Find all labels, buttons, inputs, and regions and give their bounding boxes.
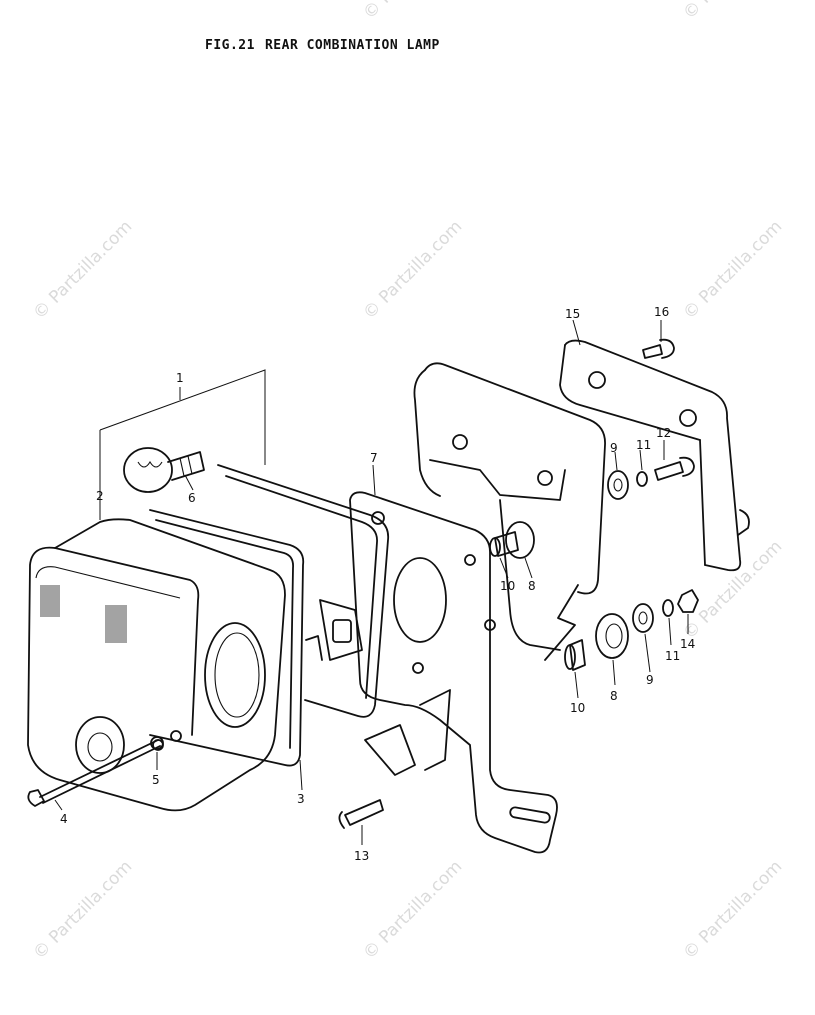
grommet-assembly-upper: [489, 521, 535, 559]
watermark: © Partzilla.com: [679, 217, 786, 324]
screw-part-13: [338, 799, 384, 829]
callout-10-upper: 10: [500, 579, 515, 593]
washer-part-11: [636, 471, 648, 487]
mounting-frame: [413, 362, 606, 651]
lens-frame: [217, 464, 390, 718]
figure-number: FIG.21: [205, 38, 255, 53]
callout-4: 4: [60, 812, 68, 826]
callout-8-lower: 8: [610, 689, 618, 703]
leader-lines: [54, 319, 689, 845]
callout-10-lower: 10: [570, 701, 585, 715]
callout-7: 7: [370, 451, 378, 465]
callout-12: 12: [656, 426, 671, 440]
assembly-bracket-part-1: [99, 369, 266, 520]
watermark: © Partzilla.com: [29, 217, 136, 324]
watermark: © Partzilla.com: [359, 857, 466, 964]
screw-part-4: [27, 739, 161, 807]
watermark: © Partzilla.com: [679, 537, 786, 644]
nut-part-5: [152, 739, 164, 751]
callout-15: 15: [565, 307, 580, 321]
gasket-part-3: [149, 509, 305, 767]
callout-16: 16: [654, 305, 669, 319]
callout-labels: 1 2 3 4 5 6 7 8 8 9 9 10 10 11 11 12 13 …: [60, 305, 695, 863]
grommet-assembly-lower: [564, 589, 699, 671]
bulb-part-6: [123, 447, 205, 493]
washer-part-9: [607, 470, 629, 500]
lamp-housing-part-2: [27, 518, 286, 812]
bolt-part-12: [654, 456, 695, 481]
watermark: © Partzilla.com: [29, 857, 136, 964]
watermark-layer: © Partzilla.com © Partzilla.com © Partzi…: [29, 0, 786, 964]
rear-cover-part-15: [559, 339, 750, 572]
callout-11-lower: 11: [665, 649, 680, 663]
callout-13: 13: [354, 849, 369, 863]
watermark: © Partzilla.com: [679, 0, 786, 24]
break-line: [544, 584, 579, 661]
callout-8-upper: 8: [528, 579, 536, 593]
figure-name: REAR COMBINATION LAMP: [264, 38, 440, 53]
callout-5: 5: [152, 773, 160, 787]
callout-2: 2: [96, 489, 104, 503]
bulb-socket: [305, 599, 363, 661]
callout-1: 1: [176, 371, 184, 385]
watermark: © Partzilla.com: [359, 217, 466, 324]
callout-11-upper: 11: [636, 438, 651, 452]
bolt-part-16: [642, 338, 675, 359]
watermark: © Partzilla.com: [359, 0, 466, 24]
callout-9-upper: 9: [610, 441, 618, 455]
plate-part-7: [349, 491, 558, 854]
callout-3: 3: [297, 792, 305, 806]
watermark: © Partzilla.com: [679, 857, 786, 964]
figure-title: FIG.21 REAR COMBINATION LAMP: [205, 38, 440, 53]
callout-14: 14: [680, 637, 695, 651]
callout-9-lower: 9: [646, 673, 654, 687]
callout-6: 6: [188, 491, 196, 505]
